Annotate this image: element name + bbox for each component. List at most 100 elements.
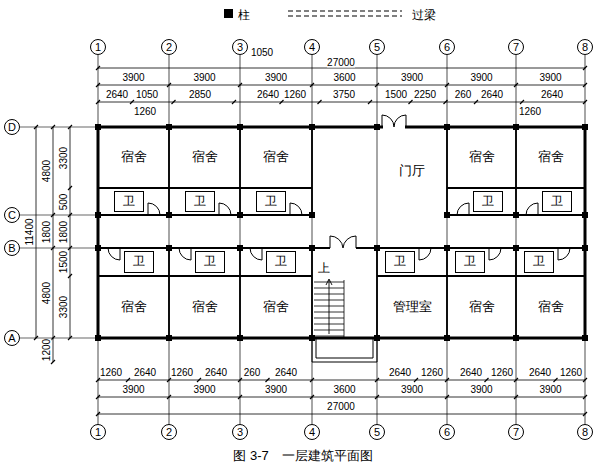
stair-label: 上: [318, 262, 330, 275]
dimension-number: 1260: [519, 106, 541, 117]
dimension-number: 2640: [275, 366, 297, 377]
dimension-number: 2640: [257, 89, 279, 100]
dimension-number: 3900: [401, 72, 423, 83]
node-text: 8: [582, 426, 588, 438]
dimension-label-holder: 1800: [58, 220, 69, 242]
axis-circle: 8: [577, 39, 593, 55]
dimension-number: 3300: [58, 146, 69, 168]
figure-caption: 图 3-7 一层建筑平面图: [233, 448, 372, 463]
dimension-number: 1260: [491, 366, 513, 377]
node-text: 宿舍: [469, 300, 495, 314]
axis-circle: 8: [577, 424, 593, 440]
dimension-number: 500: [58, 193, 69, 210]
dimension-number: 3900: [539, 72, 561, 83]
dimension-label-holder: 1050: [251, 47, 273, 58]
axis-circle: 3: [232, 424, 248, 440]
room-area: 宿舍: [101, 130, 166, 185]
inner-walls: [98, 127, 585, 338]
axis-circle: C: [4, 207, 20, 223]
dimension-label-holder: 27000: [327, 57, 355, 68]
room-area: 宿舍: [519, 130, 582, 185]
dimension-label-holder: 3600: [333, 72, 355, 83]
axis-circle: 7: [508, 424, 524, 440]
dimension-label-holder: 3750: [333, 89, 355, 100]
node-text: 2: [166, 41, 172, 53]
dimension-label-holder: 2850: [189, 89, 211, 100]
dimension-number: 3900: [122, 72, 144, 83]
axis-circle: 6: [439, 39, 455, 55]
node-text: C: [8, 209, 16, 221]
legend-text: 过梁: [412, 8, 436, 22]
dimension-number: 1050: [136, 89, 158, 100]
dimension-number: 4800: [41, 282, 52, 304]
dimension-number: 2640: [106, 89, 128, 100]
dimension-label-holder: 上: [318, 262, 330, 275]
dimension-lines: [36, 68, 585, 414]
node-text: 卫: [123, 195, 135, 208]
dimension-number: 1050: [251, 47, 273, 58]
dimension-tick: [34, 66, 587, 416]
dimension-label-holder: 3900: [470, 383, 492, 394]
node-text: 5: [374, 41, 380, 53]
node-text: B: [8, 242, 15, 254]
dimension-label-holder: 3900: [122, 72, 144, 83]
dimension-number: 27000: [327, 400, 355, 411]
dimension-number: 3900: [122, 383, 144, 394]
bathroom-box: 卫: [185, 191, 215, 212]
axis-circle: D: [4, 119, 20, 135]
dimension-label-holder: 2640: [529, 366, 551, 377]
dimension-label-holder: 3900: [265, 383, 287, 394]
dimension-label-holder: 3600: [333, 383, 355, 394]
dimension-number: 2640: [134, 366, 156, 377]
dimension-label-holder: 2640: [541, 89, 563, 100]
axis-circle: 2: [161, 39, 177, 55]
node-text: 卫: [265, 195, 277, 208]
dimension-number: 3600: [333, 72, 355, 83]
bathroom-box: 卫: [256, 191, 286, 212]
node-text: 卫: [204, 255, 216, 268]
dimension-number: 11400: [24, 218, 35, 245]
axis-grid-line: [312, 55, 313, 424]
bathroom-box: 卫: [473, 191, 503, 212]
dimension-number: 2640: [481, 89, 503, 100]
axis-grid-line: [516, 55, 517, 424]
dimension-label-holder: 1200: [41, 339, 52, 361]
legend-swatch: [224, 9, 233, 18]
node-text: 卫: [394, 255, 406, 268]
entrance-canopy: [312, 338, 377, 362]
dimension-label-holder: 2640: [205, 366, 227, 377]
legend-holder: 柱: [238, 5, 250, 23]
caption-holder: 图 3-7 一层建筑平面图: [233, 446, 372, 464]
dimension-label-holder: 2640: [389, 366, 411, 377]
dimension-number: 260: [455, 89, 472, 100]
dimension-label-holder: 3900: [193, 72, 215, 83]
dimension-number: 1260: [134, 106, 156, 117]
dimension-label-holder: 1260: [560, 366, 582, 377]
node-text: 门厅: [399, 164, 425, 178]
dimension-label-holder: 3900: [401, 383, 423, 394]
dimension-label-holder: 4800: [41, 160, 52, 182]
node-text: 5: [374, 426, 380, 438]
dimension-number: 3900: [401, 383, 423, 394]
dimension-label-holder: 1800: [41, 220, 52, 242]
dimension-number: 1500: [385, 89, 407, 100]
dimension-label-holder: 1500: [58, 251, 69, 273]
node-text: 3: [237, 426, 243, 438]
node-text: 宿舍: [263, 300, 289, 314]
bathroom-box: 卫: [266, 251, 296, 273]
dimension-number: 4800: [41, 160, 52, 182]
node-text: 7: [513, 426, 519, 438]
dimension-number: 1260: [421, 366, 443, 377]
stair-treads: [314, 280, 344, 338]
axis-grid-line: [169, 55, 170, 424]
door-swing: [108, 115, 570, 260]
dimension-label-holder: 1260: [171, 366, 193, 377]
node-text: 6: [444, 426, 450, 438]
dimension-label-holder: 1260: [491, 366, 513, 377]
dimension-label-holder: 27000: [327, 400, 355, 411]
dimension-number: 3900: [539, 383, 561, 394]
stair-arrow: [326, 279, 332, 334]
